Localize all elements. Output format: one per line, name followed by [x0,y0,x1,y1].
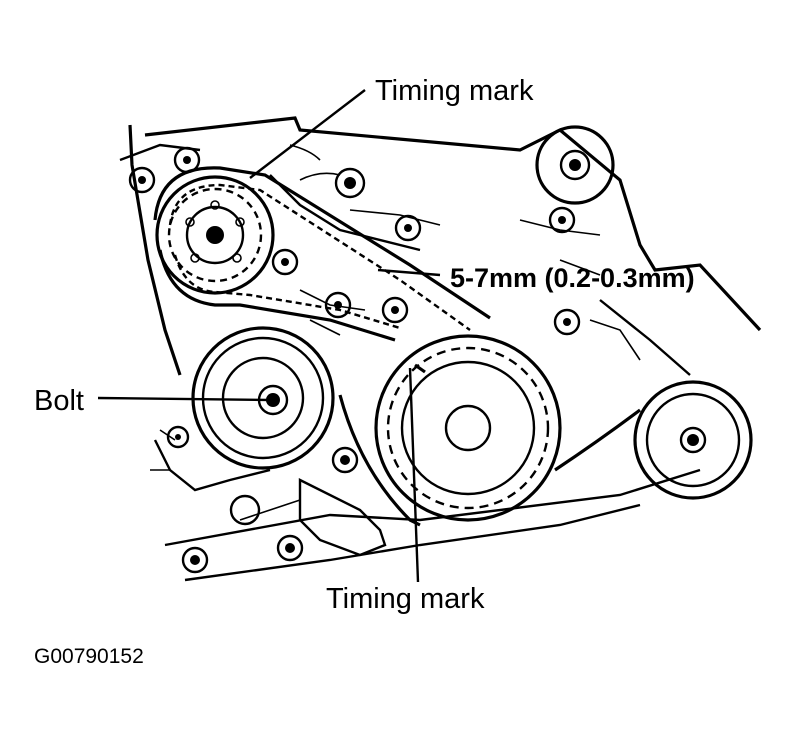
leader-lines [97,89,441,583]
timing-mark-top-label: Timing mark [375,75,534,107]
idler-pulley-lower [633,380,753,500]
engine-block-outline [119,116,762,582]
figure-id: G00790152 [34,645,144,668]
camshaft-sprocket [155,175,275,295]
bolt-label: Bolt [34,385,84,417]
tensioner-pulley [191,326,335,470]
timing-mark-bottom-label: Timing mark [326,583,485,615]
belt-deflection-label: 5-7mm (0.2-0.3mm) [450,263,695,293]
crankshaft-sprocket [374,334,562,522]
timing-belt [153,166,641,527]
tensioner-spring [239,478,387,557]
block-bolts [128,146,581,574]
idler-pulley-upper [535,125,615,205]
